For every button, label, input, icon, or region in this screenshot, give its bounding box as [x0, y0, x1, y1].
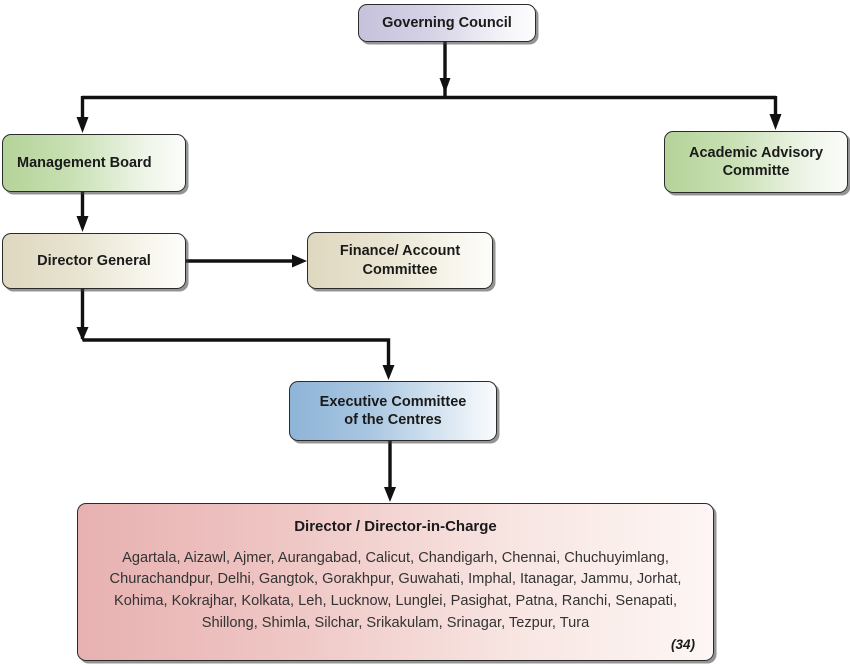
node-management-board[interactable]: Management Board [2, 134, 186, 192]
node-management-board-label: Management Board [17, 154, 152, 171]
director-in-charge-title: Director / Director-in-Charge [294, 518, 497, 535]
node-director-in-charge[interactable]: Director / Director-in-Charge Agartala, … [77, 503, 714, 661]
node-director-general[interactable]: Director General [2, 233, 186, 289]
connector-executive-to-director-box [384, 441, 396, 502]
connector-director-general-to-executive [76, 289, 395, 380]
node-finance-account-committee[interactable]: Finance/ Account Committee [307, 232, 493, 289]
connector-split-to-academic-advisory [769, 96, 782, 130]
connector-split-to-management-board [76, 96, 89, 133]
node-academic-advisory-committee[interactable]: Academic Advisory Committe [664, 131, 848, 193]
node-governing-council[interactable]: Governing Council [358, 4, 536, 42]
node-director-general-label: Director General [37, 252, 151, 269]
node-governing-council-label: Governing Council [382, 14, 512, 31]
node-executive-committee-label: Executive Committee of the Centres [319, 393, 467, 428]
connector-director-general-to-finance [186, 254, 307, 268]
node-finance-account-committee-label: Finance/ Account Committee [339, 243, 461, 278]
director-in-charge-count: (34) [670, 637, 695, 653]
director-in-charge-centres-list: Agartala, Aizawl, Ajmer, Aurangabad, Cal… [109, 549, 682, 631]
connector-management-board-to-director-general [76, 192, 89, 232]
node-executive-committee-of-the-centres[interactable]: Executive Committee of the Centres [289, 381, 497, 441]
node-academic-advisory-committee-label: Academic Advisory Committe [688, 144, 824, 179]
connector-governing-to-split [439, 42, 451, 96]
